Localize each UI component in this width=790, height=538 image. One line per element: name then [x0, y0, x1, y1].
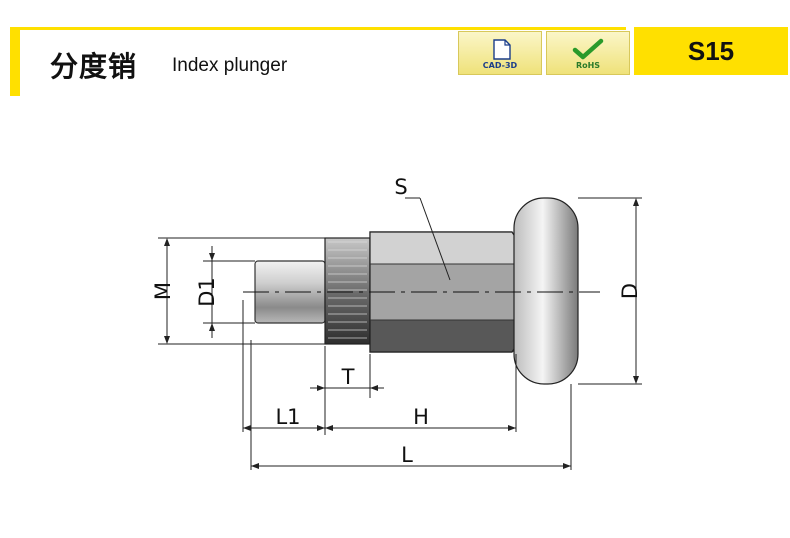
product-code: S15: [634, 27, 788, 75]
label-t: T: [341, 365, 355, 389]
label-d: D: [618, 283, 642, 299]
page-title-chinese: 分度销: [50, 50, 138, 83]
threaded-body: [324, 237, 371, 345]
header-top-line: [20, 27, 626, 30]
header-accent-bar: [10, 27, 20, 96]
label-m: M: [151, 282, 175, 300]
document-icon: [493, 39, 511, 60]
dimension-lines: [158, 197, 642, 470]
cad-3d-label: CAD-3D: [482, 61, 518, 70]
label-s: S: [394, 175, 407, 199]
rohs-badge[interactable]: RoHS: [546, 31, 630, 75]
checkmark-icon: [572, 38, 604, 60]
cad-3d-badge[interactable]: CAD-3D: [458, 31, 542, 75]
label-h: H: [413, 405, 429, 429]
label-l: L: [401, 443, 413, 467]
knob: [513, 197, 579, 385]
rohs-label: RoHS: [575, 61, 601, 70]
label-d1: D1: [195, 277, 219, 307]
dimension-arrows: [164, 198, 639, 469]
label-l1: L1: [275, 405, 300, 429]
page-title-english: Index plunger: [172, 55, 288, 76]
